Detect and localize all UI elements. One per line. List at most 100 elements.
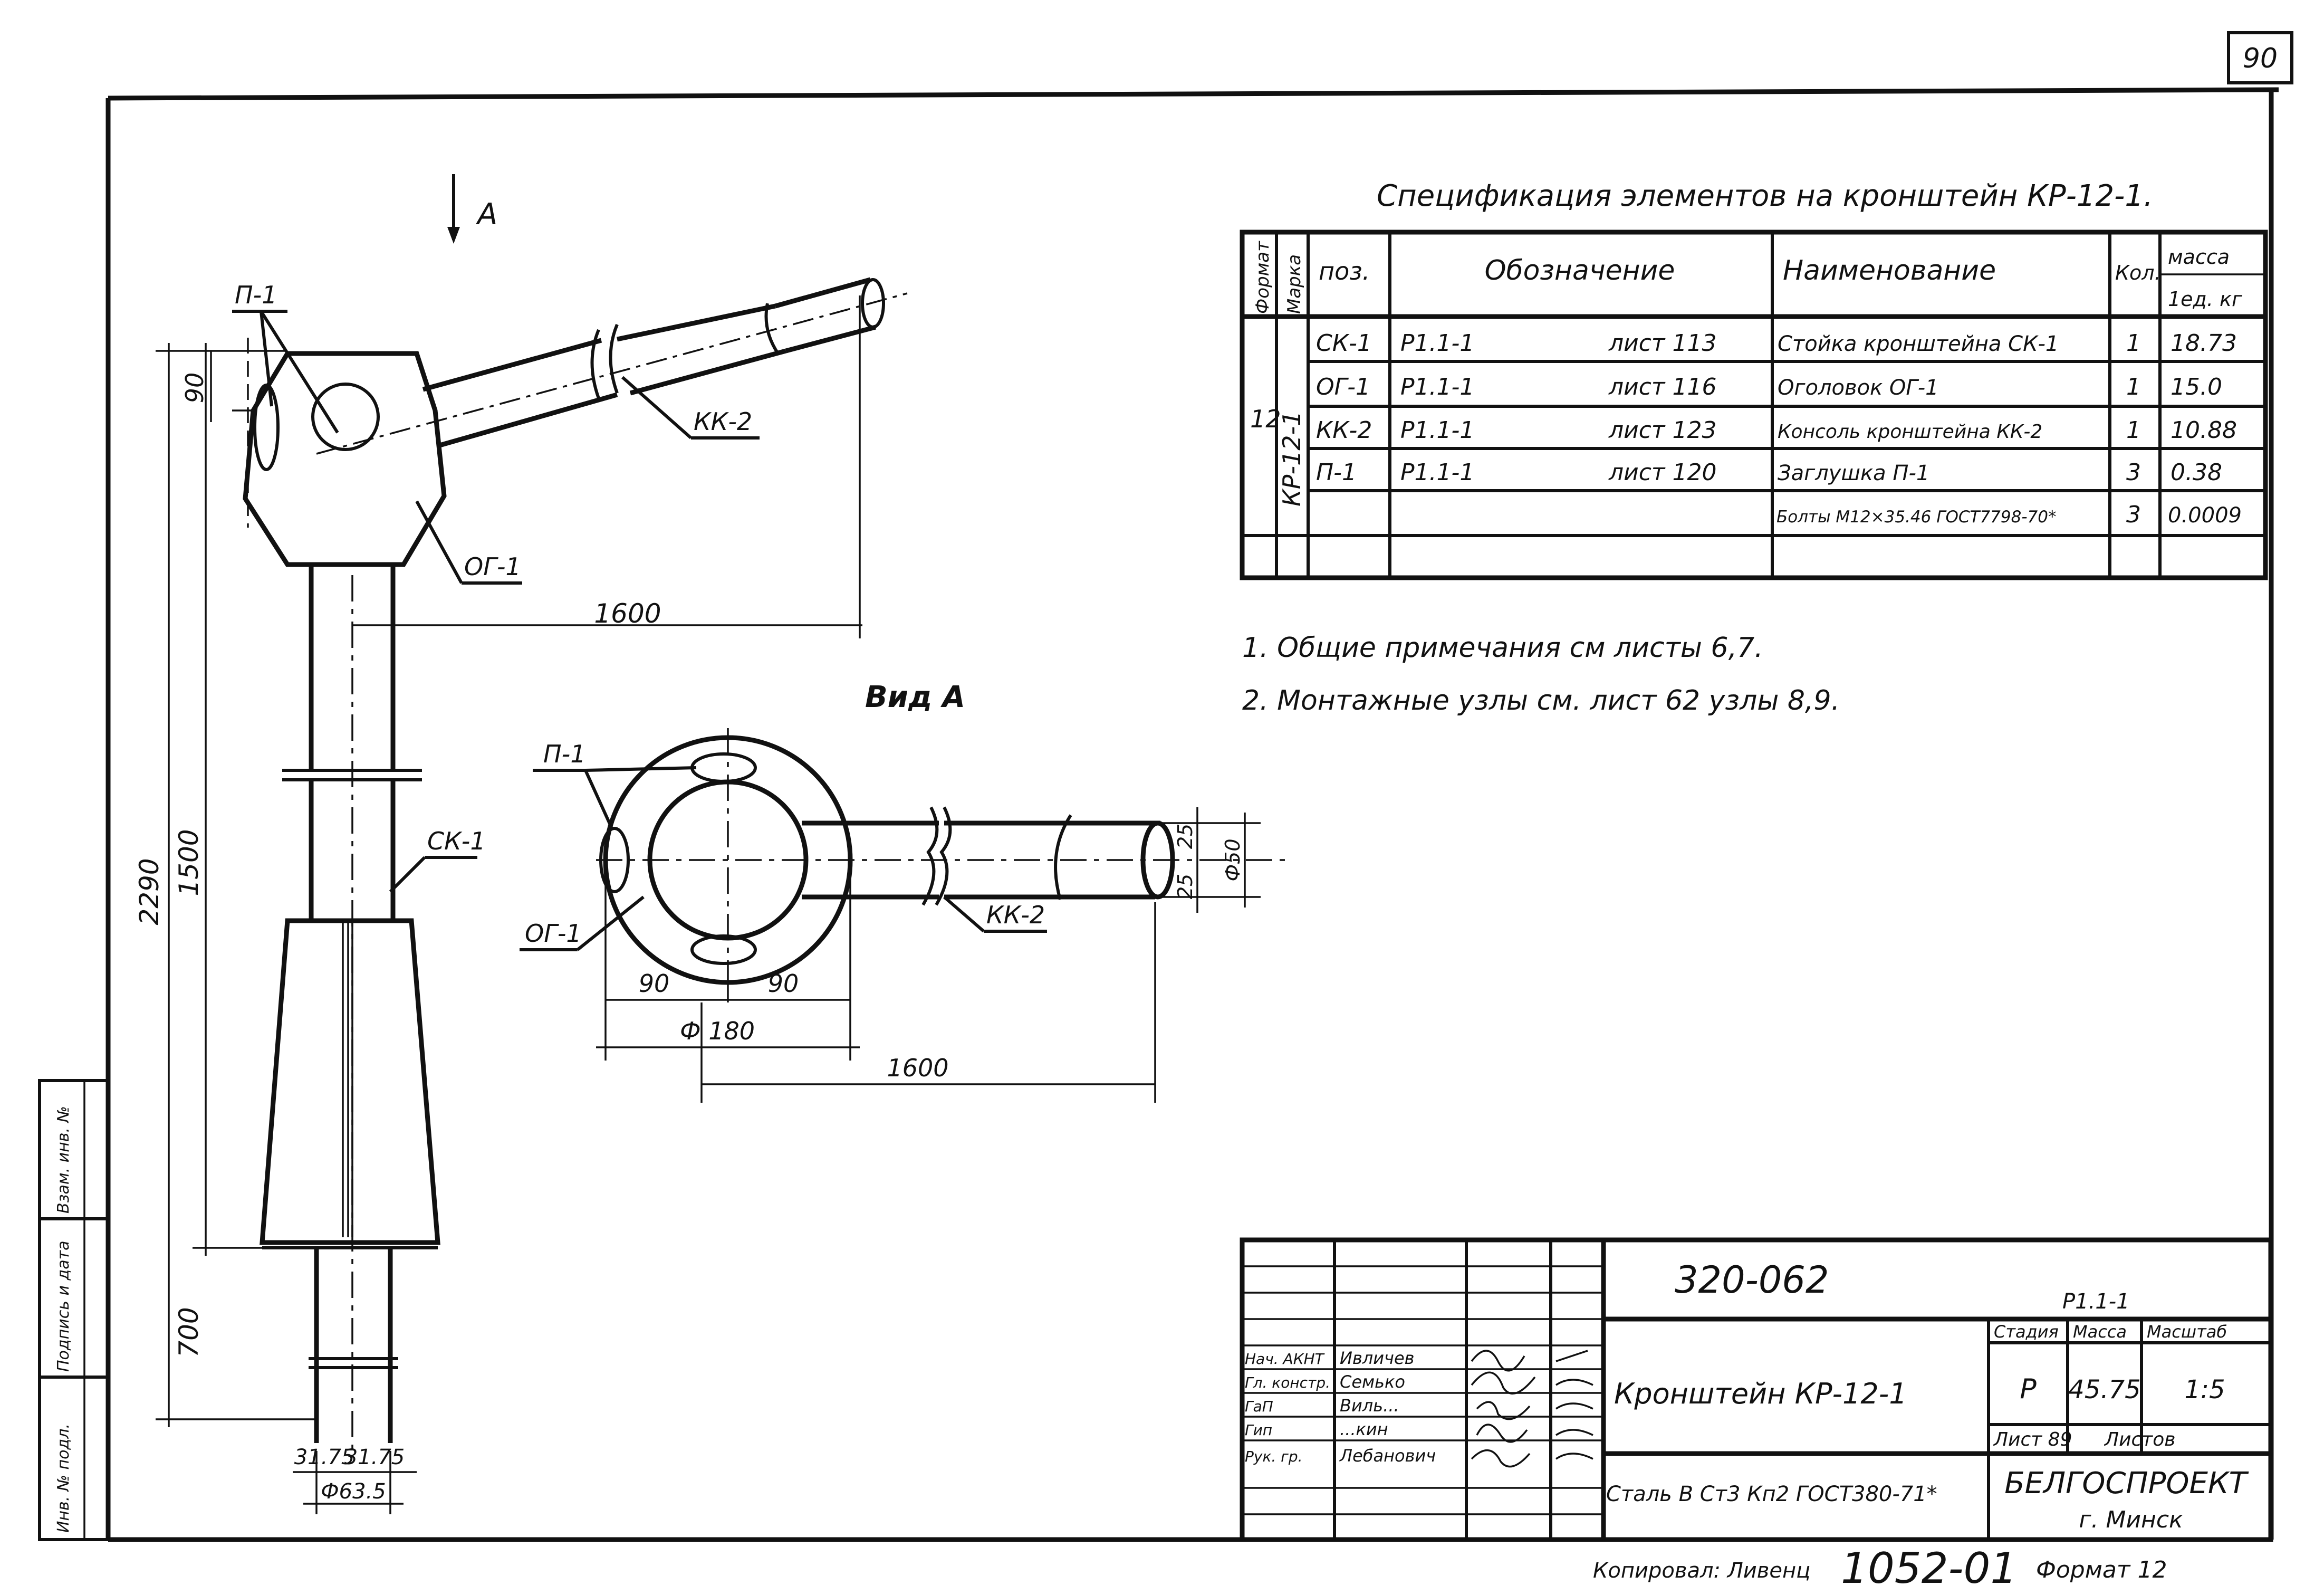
side-view: A	[134, 174, 908, 1514]
label-og1-side: ОГ-1	[464, 552, 521, 581]
note-2: 2. Монтажные узлы см. лист 62 узлы 8,9.	[1242, 685, 1840, 717]
view-a-title: Вид А	[865, 680, 965, 714]
row-mass: 10.88	[2171, 417, 2237, 444]
note-1: 1. Общие примечания см листы 6,7.	[1242, 632, 1763, 664]
staff-row: Рук. гр. Лебанович	[1245, 1446, 1436, 1466]
title-block: Нач. АКНТ Ивличев Гл. констр. Семько ГаП…	[1240, 1237, 2273, 1542]
hdr-format: Формат	[1252, 241, 1273, 314]
row-pos: СК-1	[1316, 330, 1372, 357]
spec-row: Болты М12×35.46 ГОСТ7798-70* 3 0.0009	[1776, 501, 2242, 528]
scale-value: 1:5	[2184, 1375, 2225, 1405]
view-a-leaders: П-1 ОГ-1 КК-2	[520, 740, 1047, 951]
view-a-head	[596, 728, 1287, 992]
mass-value: 45.75	[2068, 1375, 2140, 1405]
staff-row: Гип ...кин	[1245, 1419, 1388, 1439]
row-qty: 3	[2126, 459, 2141, 486]
row-code: Р1.1-1	[1400, 417, 1474, 444]
row-pos: КК-2	[1316, 417, 1372, 444]
spec-title: Спецификация элементов на кронштейн КР-1…	[1377, 179, 2153, 213]
label-kk2-view-a: КК-2	[986, 901, 1045, 929]
sheets-label: Листов	[2104, 1429, 2175, 1450]
row-name: Консоль кронштейна КК-2	[1778, 421, 2042, 443]
spec-row: КК-2 Р1.1-1 лист 123 Консоль кронштейна …	[1316, 417, 2237, 444]
row-name: Заглушка П-1	[1778, 461, 1929, 485]
staff-role: Нач. АКНТ	[1245, 1350, 1325, 1368]
staff-role: Гип	[1245, 1421, 1272, 1439]
mass-label: Масса	[2073, 1322, 2127, 1342]
drawing-frame	[105, 87, 2279, 1542]
row-code: Р1.1-1	[1400, 330, 1474, 357]
dim-3175-a: 31.75	[294, 1445, 355, 1469]
side-leaders: П-1 КК-2 ОГ-1 СК-1	[232, 281, 760, 893]
dim-90-a: 90	[639, 969, 670, 998]
stamp-inv-label: Инв. № подл.	[54, 1424, 73, 1533]
hdr-qty: Кол.	[2115, 261, 2161, 284]
stamp-sign-label: Подпись и дата	[54, 1241, 73, 1372]
footer-format: Формат 12	[2036, 1556, 2167, 1583]
staff-row: ГаП Виль...	[1245, 1396, 1399, 1416]
row-code: Р1.1-1	[1400, 374, 1474, 400]
sheet-code: Р1.1-1	[2062, 1290, 2130, 1314]
hdr-mass-unit: 1ед. кг	[2168, 288, 2243, 311]
drawing-title: Кронштейн КР-12-1	[1614, 1377, 1907, 1410]
row-mass: 15.0	[2171, 374, 2222, 400]
stamp-replace-label: Взам. инв. №	[54, 1106, 73, 1214]
stage-value: Р	[2020, 1373, 2037, 1405]
staff-name: ...кин	[1340, 1419, 1388, 1439]
dim-25-b: 25	[1174, 874, 1197, 899]
stage-label: Стадия	[1994, 1322, 2059, 1342]
dim-180: Ф 180	[680, 1017, 755, 1045]
footer-copied: Копировал: Ливенц	[1593, 1559, 1810, 1583]
staff-name: Виль...	[1340, 1396, 1399, 1416]
staff-row: Гл. констр. Семько	[1245, 1372, 1405, 1392]
side-dimensions: 2290 1500 700 90 1600 31.75 31.75 Ф63.5	[134, 295, 862, 1514]
spec-row: ОГ-1 Р1.1-1 лист 116 Оголовок ОГ-1 1 15.…	[1316, 374, 2222, 400]
spec-row: П-1 Р1.1-1 лист 120 Заглушка П-1 3 0.38	[1316, 459, 2222, 486]
side-stamp: Инв. № подл. Подпись и дата Взам. инв. №	[38, 1079, 110, 1541]
row-qty: 3	[2126, 501, 2141, 528]
dim-635: Ф63.5	[321, 1479, 386, 1504]
head-og1	[243, 338, 447, 567]
spec-table: Спецификация элементов на кронштейн КР-1…	[1240, 179, 2268, 580]
hdr-mass: масса	[2168, 245, 2230, 269]
cell-mark-value: КР-12-1	[1278, 411, 1306, 507]
dim-50: Ф50	[1221, 838, 1244, 881]
org-city: г. Минск	[2079, 1506, 2183, 1533]
row-qty: 1	[2126, 330, 2141, 357]
sheet-number: 90	[2243, 43, 2278, 74]
label-kk2-side: КК-2	[694, 407, 752, 436]
hdr-designation: Обозначение	[1485, 255, 1675, 286]
row-name: Оголовок ОГ-1	[1778, 376, 1939, 400]
cell-format-value: 12	[1250, 405, 1281, 433]
dim-3175-b: 31.75	[344, 1445, 405, 1469]
view-arrow-label: A	[476, 197, 497, 232]
row-mass: 0.38	[2171, 459, 2222, 486]
row-sheet: лист 123	[1608, 417, 1717, 444]
hdr-mark: Марка	[1284, 254, 1305, 314]
console-kk2	[316, 277, 908, 455]
row-sheet: лист 116	[1608, 374, 1717, 400]
row-qty: 1	[2126, 417, 2141, 444]
pole-sk1	[260, 565, 440, 1451]
row-name: Стойка кронштейна СК-1	[1778, 332, 2059, 356]
row-pos: П-1	[1316, 459, 1357, 486]
hdr-pos: поз.	[1319, 257, 1370, 285]
row-qty: 1	[2126, 374, 2141, 400]
label-p1-view-a: П-1	[543, 740, 585, 768]
view-a: Вид А П-1 ОГ-	[520, 680, 1287, 1103]
sheet-number-box: 90	[2227, 31, 2293, 84]
staff-role: Гл. констр.	[1245, 1374, 1330, 1391]
dim-1600-view-a: 1600	[887, 1054, 948, 1082]
label-og1-view-a: ОГ-1	[525, 919, 582, 948]
row-mass: 0.0009	[2168, 503, 2242, 528]
material: Сталь В Ст3 Кп2 ГОСТ380-71*	[1606, 1482, 1937, 1506]
row-pos: ОГ-1	[1316, 374, 1370, 400]
row-sheet: лист 120	[1608, 459, 1717, 486]
spec-row: СК-1 Р1.1-1 лист 113 Стойка кронштейна С…	[1316, 330, 2237, 357]
staff-name: Лебанович	[1339, 1446, 1436, 1466]
view-a-console	[802, 806, 1175, 906]
label-p1-side: П-1	[235, 281, 277, 309]
staff-row: Нач. АКНТ Ивличев	[1245, 1348, 1415, 1368]
staff-name: Ивличев	[1340, 1348, 1415, 1368]
